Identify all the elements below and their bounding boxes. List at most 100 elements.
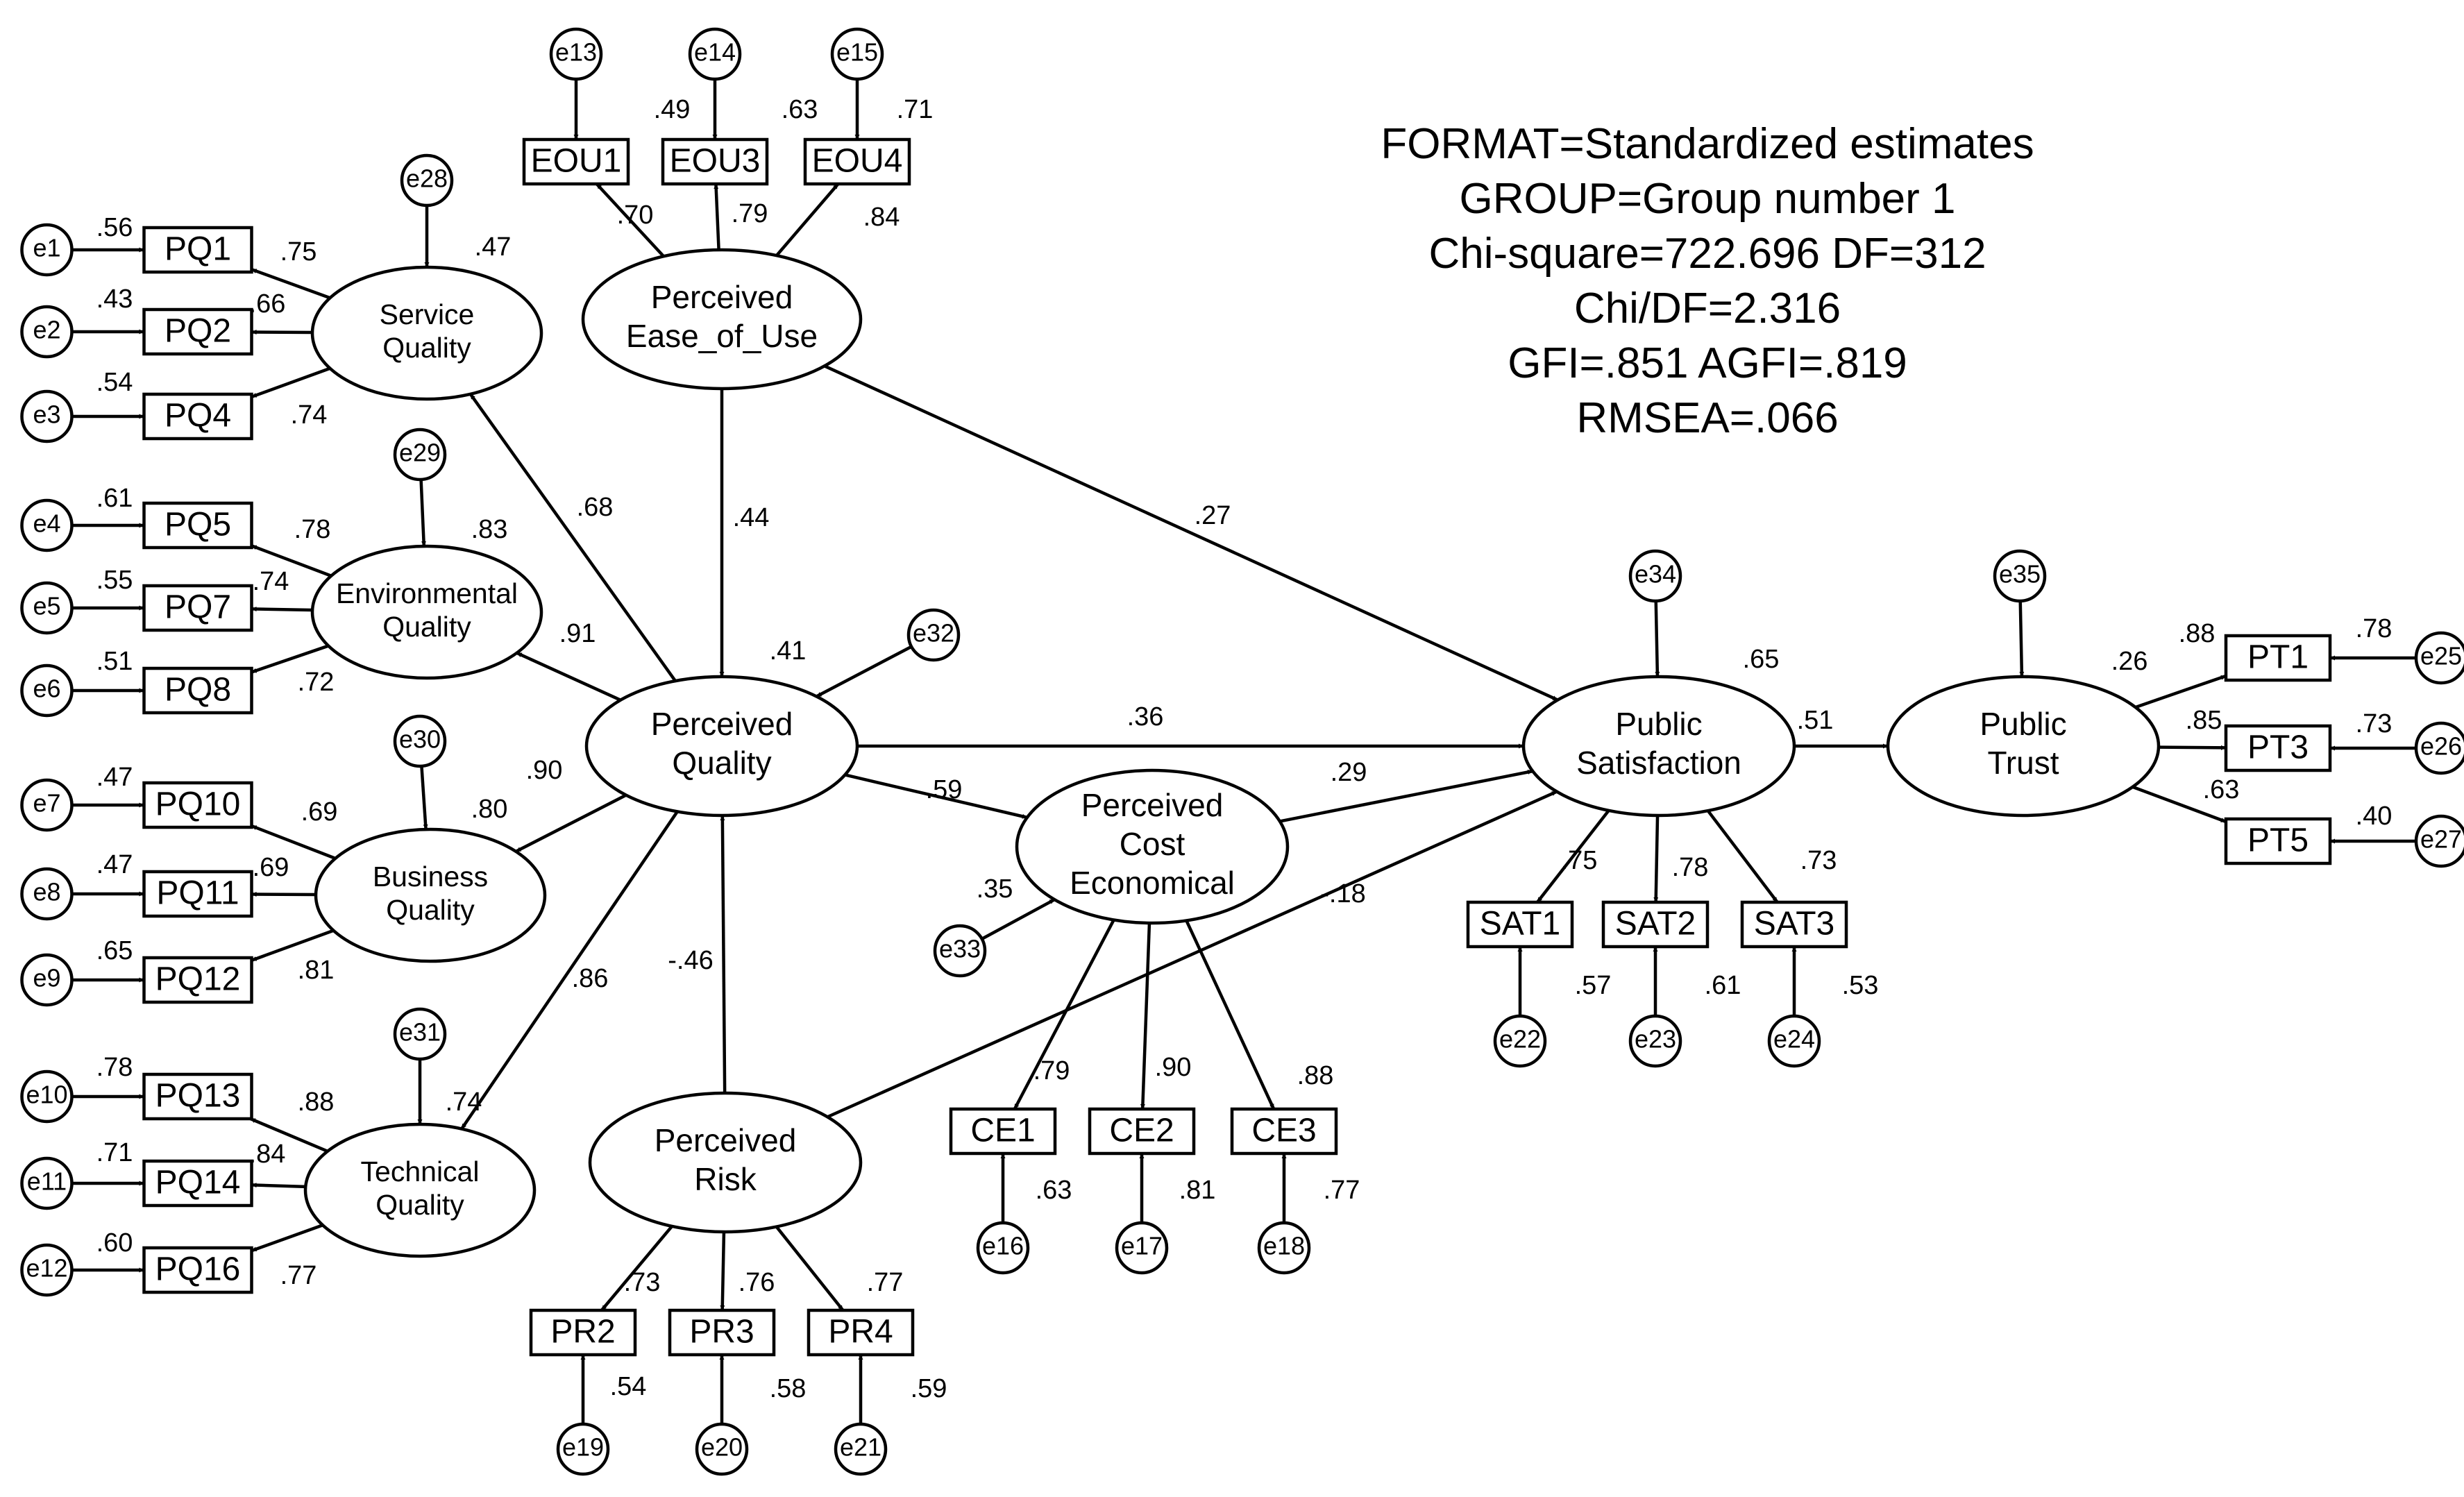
latent-ellipse xyxy=(303,1122,537,1258)
indicator-box xyxy=(1230,1107,1338,1156)
latent-r2-label: .65 xyxy=(1743,645,1780,674)
indicator-r2-label: .57 xyxy=(1575,971,1612,1000)
error-term-label: e26 xyxy=(2420,732,2462,761)
latent-label: Quality xyxy=(382,332,471,364)
fit-stat-line: RMSEA=.066 xyxy=(1576,394,1838,442)
indicator-box xyxy=(142,392,253,441)
structural-path-arrow xyxy=(469,393,677,682)
error-term-label: e22 xyxy=(1499,1025,1541,1054)
error-term-label: e13 xyxy=(555,38,597,67)
latent-ellipse xyxy=(1521,675,1796,818)
indicator-label: CE2 xyxy=(1109,1113,1174,1149)
indicator-r2-label: .59 xyxy=(911,1374,947,1403)
loading-label: .69 xyxy=(301,797,338,827)
error-term-circle xyxy=(20,1243,74,1297)
indicator-r2-label: .55 xyxy=(96,566,133,595)
error-term-circle xyxy=(933,924,987,978)
indicator-box xyxy=(807,1308,915,1357)
indicator-label: EOU3 xyxy=(670,143,761,180)
loading-label: .70 xyxy=(617,201,654,230)
indicator-r2-label: .71 xyxy=(96,1138,133,1167)
latent-label: Ease_of_Use xyxy=(626,318,818,354)
path-coefficient-label: .51 xyxy=(1797,706,1834,735)
indicator-label: SAT3 xyxy=(1754,906,1834,942)
disturbance-arrow xyxy=(1654,600,1660,677)
latent-ellipse xyxy=(588,1091,863,1234)
indicator-r2-label: .78 xyxy=(96,1053,133,1082)
error-term-label: e30 xyxy=(399,725,441,754)
loading-arrow xyxy=(775,183,840,257)
indicator-box xyxy=(661,137,769,186)
error-term-label: e23 xyxy=(1635,1025,1676,1054)
indicator-label: EOU1 xyxy=(531,143,622,180)
latent-label: Service xyxy=(380,298,475,330)
loading-label: .78 xyxy=(1672,853,1709,882)
indicator-r2-label: .43 xyxy=(96,285,133,314)
loading-arrow xyxy=(714,183,720,251)
loading-label: .74 xyxy=(291,400,328,430)
indicator-r2-label: .58 xyxy=(770,1374,807,1403)
error-term-label: e9 xyxy=(33,964,60,992)
indicator-r2-label: .54 xyxy=(96,368,133,397)
indicator-r2-label: .63 xyxy=(782,95,818,124)
error-term-label: e2 xyxy=(33,316,60,344)
error-term-circle xyxy=(20,389,74,443)
error-term-label: e33 xyxy=(939,935,981,963)
structural-path-arrow xyxy=(1279,769,1533,823)
loading-arrow xyxy=(251,268,331,300)
indicator-box xyxy=(142,1072,253,1121)
loading-arrow xyxy=(600,1225,673,1312)
error-term-circle xyxy=(1767,1014,1821,1068)
loading-arrow xyxy=(775,1226,845,1312)
error-term-circle xyxy=(906,608,961,662)
indicator-r2-label: .56 xyxy=(96,213,133,242)
indicator-label: CE3 xyxy=(1251,1113,1316,1149)
indicator-label: PR2 xyxy=(550,1314,615,1351)
error-term-circle xyxy=(20,1069,74,1124)
structural-path-arrow xyxy=(844,773,1028,820)
loading-label: .88 xyxy=(1297,1061,1334,1090)
indicator-r2-label: .65 xyxy=(96,936,133,965)
indicator-box xyxy=(1740,900,1848,949)
structural-path-arrow xyxy=(827,790,1558,1119)
loading-arrow xyxy=(251,644,329,674)
loading-label: .73 xyxy=(624,1268,661,1297)
error-term-circle xyxy=(1257,1221,1311,1275)
error-term-circle xyxy=(1993,549,2047,603)
loading-arrow xyxy=(251,607,313,612)
loading-label: .76 xyxy=(739,1268,775,1297)
latent-r2-label: .41 xyxy=(770,636,807,666)
indicator-r2-label: .54 xyxy=(610,1372,647,1401)
error-term-label: e15 xyxy=(836,38,878,67)
indicator-r2-label: .63 xyxy=(1036,1176,1072,1205)
latent-label: Trust xyxy=(1987,745,2059,781)
error-term-circle xyxy=(1628,549,1682,603)
loading-label: .66 xyxy=(249,289,286,319)
indicator-box xyxy=(142,666,253,715)
structural-path-arrow xyxy=(516,651,621,702)
loading-arrow xyxy=(251,892,317,897)
indicator-r2-label: .53 xyxy=(1842,971,1879,1000)
fit-stat-line: Chi/DF=2.316 xyxy=(1574,285,1841,332)
loading-arrow xyxy=(2132,785,2227,824)
latent-ellipse xyxy=(310,544,543,680)
indicator-r2-label: .49 xyxy=(654,95,691,124)
structural-path-arrow xyxy=(823,364,1559,702)
error-term-label: e11 xyxy=(27,1167,67,1196)
error-term-circle xyxy=(20,867,74,921)
error-term-label: e17 xyxy=(1121,1232,1163,1260)
error-term-label: e35 xyxy=(1999,560,2041,589)
loading-arrow xyxy=(251,366,331,398)
disturbance-arrow xyxy=(419,479,427,547)
fit-stat-line: GROUP=Group number 1 xyxy=(1459,175,1955,223)
loading-arrow xyxy=(2158,745,2227,750)
error-term-label: e28 xyxy=(406,164,448,193)
path-coefficient-label: .27 xyxy=(1195,501,1231,530)
loading-arrow xyxy=(251,1224,323,1253)
error-term-circle xyxy=(556,1422,610,1476)
loading-label: .77 xyxy=(280,1261,317,1290)
latent-label: Quality xyxy=(386,894,475,926)
loading-label: .88 xyxy=(298,1088,335,1117)
indicator-r2-label: .61 xyxy=(96,484,133,513)
indicator-r2-label: .81 xyxy=(1179,1176,1216,1205)
